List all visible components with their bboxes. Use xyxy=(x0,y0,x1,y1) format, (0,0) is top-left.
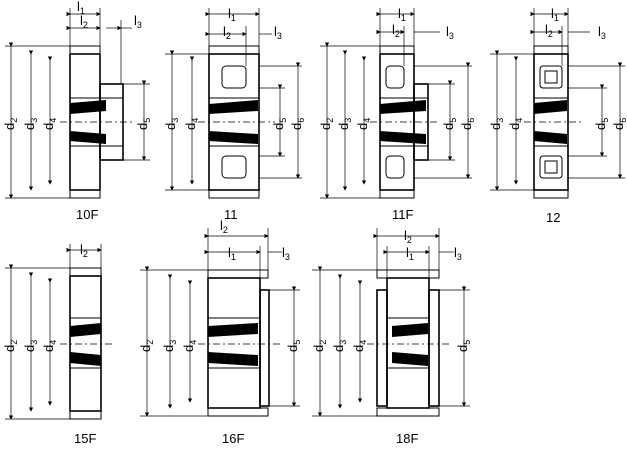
label-l2: l2 xyxy=(404,228,412,245)
label-l3: l3 xyxy=(282,245,290,262)
figure-18f: l2 l1 l3 d2 d3 d4 d5 18F xyxy=(311,228,472,446)
label-l2: l2 xyxy=(392,22,400,39)
label-d2: d2 xyxy=(2,118,19,130)
dimension-labels: l2 l1 l3 d2 d3 d4 d5 xyxy=(311,228,472,352)
dimension-lines xyxy=(140,228,300,417)
label-l1: l1 xyxy=(398,6,406,23)
caption: 18F xyxy=(396,431,418,446)
label-d5: d5 xyxy=(441,118,458,130)
label-l2: l2 xyxy=(80,13,88,30)
pulley-outline xyxy=(198,269,280,417)
label-d3: d3 xyxy=(336,118,353,130)
label-d6: d6 xyxy=(459,118,476,130)
pulley-outline xyxy=(367,269,450,417)
caption: 16F xyxy=(222,431,244,446)
dimension-labels: l1 l2 l3 d2 d3 d4 d5 xyxy=(2,0,152,130)
label-d2: d2 xyxy=(138,340,155,352)
label-d3: d3 xyxy=(331,340,348,352)
label-d4: d4 xyxy=(507,118,524,130)
label-l2: l2 xyxy=(220,218,228,235)
label-l2: l2 xyxy=(80,242,88,259)
dimension-labels: l1 l2 l3 d2 d3 d4 d5 d6 xyxy=(318,6,476,130)
pulley-outline xyxy=(60,267,112,420)
label-l3: l3 xyxy=(598,24,606,41)
label-d4: d4 xyxy=(181,340,198,352)
label-d5: d5 xyxy=(593,118,610,130)
dimension-labels: l2 l1 l3 d2 d3 d4 d5 xyxy=(138,218,302,352)
label-d3: d3 xyxy=(22,340,39,352)
figure-12: l1 l2 l3 d3 d4 d5 d6 12 xyxy=(488,6,627,225)
label-l3: l3 xyxy=(446,24,454,41)
label-l2: l2 xyxy=(545,22,553,39)
label-d3: d3 xyxy=(488,118,505,130)
label-l1: l1 xyxy=(228,245,236,262)
label-d2: d2 xyxy=(2,340,19,352)
dimension-lines xyxy=(165,8,302,191)
label-d3: d3 xyxy=(22,118,39,130)
figure-11f: l1 l2 l3 d2 d3 d4 d5 d6 11F xyxy=(318,6,476,222)
figure-11: l1 l2 l3 d3 d4 d5 d6 11 xyxy=(163,6,306,222)
dimension-lines xyxy=(490,8,625,191)
label-d2: d2 xyxy=(311,340,328,352)
label-d5: d5 xyxy=(285,340,302,352)
label-l1: l1 xyxy=(77,0,85,16)
label-l1: l1 xyxy=(228,6,236,23)
figure-15f: l2 d2 d3 d4 15F xyxy=(2,242,112,446)
pulley-outline xyxy=(198,45,275,199)
figure-10f: l1 l2 l3 d2 d3 d4 d5 10F xyxy=(2,0,152,222)
caption: 10F xyxy=(76,207,98,222)
dimension-lines xyxy=(5,244,102,420)
label-d4: d4 xyxy=(183,118,200,130)
caption: 12 xyxy=(546,210,560,225)
label-l3: l3 xyxy=(134,13,142,30)
pulley-outline xyxy=(60,45,135,199)
dimension-labels: l1 l2 l3 d3 d4 d5 d6 xyxy=(488,6,627,130)
label-d2: d2 xyxy=(318,118,335,130)
label-l1: l1 xyxy=(551,6,559,23)
label-d5: d5 xyxy=(135,118,152,130)
label-d5: d5 xyxy=(455,340,472,352)
label-d3: d3 xyxy=(161,340,178,352)
label-d5: d5 xyxy=(271,118,288,130)
label-d6: d6 xyxy=(611,118,627,130)
caption: 15F xyxy=(74,431,96,446)
caption: 11F xyxy=(392,207,413,222)
label-d6: d6 xyxy=(289,118,306,130)
figure-16f: l2 l1 l3 d2 d3 d4 d5 16F xyxy=(138,218,302,446)
label-d4: d4 xyxy=(41,340,58,352)
dimension-lines xyxy=(5,8,150,199)
label-d4: d4 xyxy=(351,340,368,352)
pulley-outline xyxy=(370,45,440,199)
dimension-labels: l1 l2 l3 d3 d4 d5 d6 xyxy=(163,6,306,130)
pulley-outline xyxy=(524,45,582,199)
dimension-labels: l2 d2 d3 d4 xyxy=(2,242,88,352)
label-d4: d4 xyxy=(41,118,58,130)
label-l3: l3 xyxy=(454,245,462,262)
label-d4: d4 xyxy=(355,118,372,130)
label-l3: l3 xyxy=(274,24,282,41)
dimension-lines xyxy=(320,8,472,199)
label-l1: l1 xyxy=(406,245,414,262)
label-l2: l2 xyxy=(223,24,231,41)
dimension-lines xyxy=(312,228,470,417)
label-d3: d3 xyxy=(163,118,180,130)
caption: 11 xyxy=(224,207,238,222)
